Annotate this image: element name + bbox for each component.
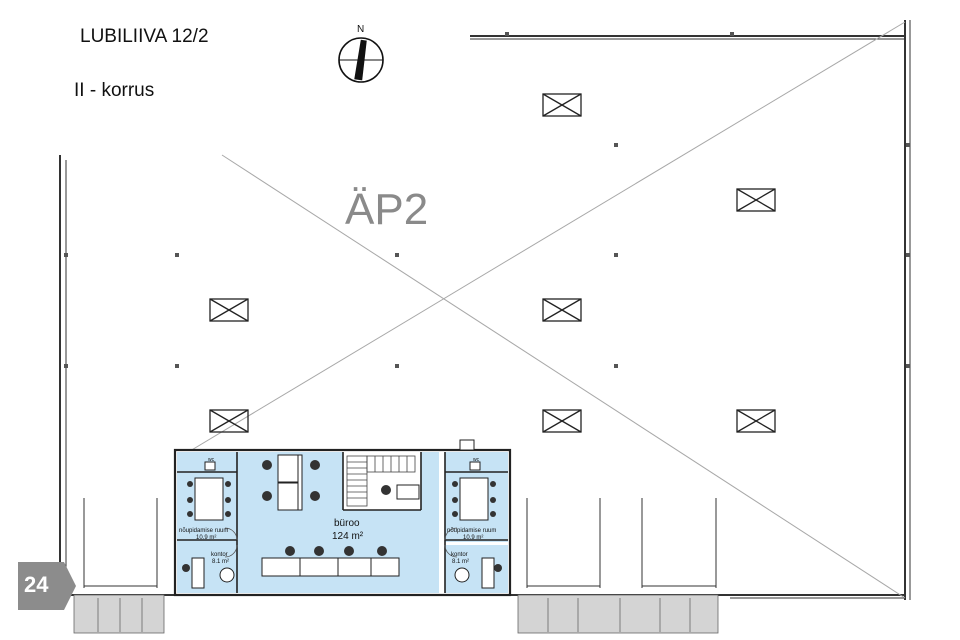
- skylight: [209, 409, 249, 433]
- kontor-left-name: kontor: [211, 552, 228, 558]
- skylight: [542, 298, 582, 322]
- meeting-right-area: 10.9 m²: [463, 535, 483, 541]
- meeting-left-name: nõupidamise ruum: [179, 528, 228, 534]
- wc-left-label: wc: [208, 457, 215, 463]
- kontor-right-name: kontor: [451, 552, 468, 558]
- desks: [261, 454, 420, 577]
- hall-label: ÄP2: [345, 185, 428, 234]
- floor-label: II - korrus: [74, 80, 155, 101]
- kontor-right-area: 8.1 m²: [452, 559, 469, 565]
- office-area: 124 m²: [332, 531, 364, 542]
- staircase: [346, 455, 416, 507]
- skylights: [209, 93, 776, 433]
- columns: [64, 32, 910, 368]
- chairs: [182, 460, 502, 572]
- meeting-right-name: nõupidamise ruum: [447, 528, 496, 534]
- office-name: büroo: [334, 518, 360, 529]
- hall-walls: [59, 20, 911, 600]
- kontor-left-area: 8.1 m²: [212, 559, 229, 565]
- badge-shape: [18, 562, 76, 610]
- compass-icon: N: [338, 24, 384, 83]
- meeting-tables: [194, 477, 489, 521]
- loading-ramps: [73, 594, 719, 634]
- office-block: [173, 439, 512, 597]
- address-title: LUBILIIVA 12/2: [80, 26, 209, 47]
- loading-bays: [83, 498, 717, 588]
- skylight: [736, 188, 776, 212]
- skylight: [542, 93, 582, 117]
- skylight: [736, 409, 776, 433]
- meeting-left-area: 10.9 m²: [196, 535, 216, 541]
- compass-north-label: N: [357, 24, 364, 35]
- skylight: [209, 298, 249, 322]
- wc-right-label: wc: [473, 457, 480, 463]
- skylight: [542, 409, 582, 433]
- diagonal-lines: [174, 21, 906, 599]
- badge-label: 24: [24, 572, 49, 597]
